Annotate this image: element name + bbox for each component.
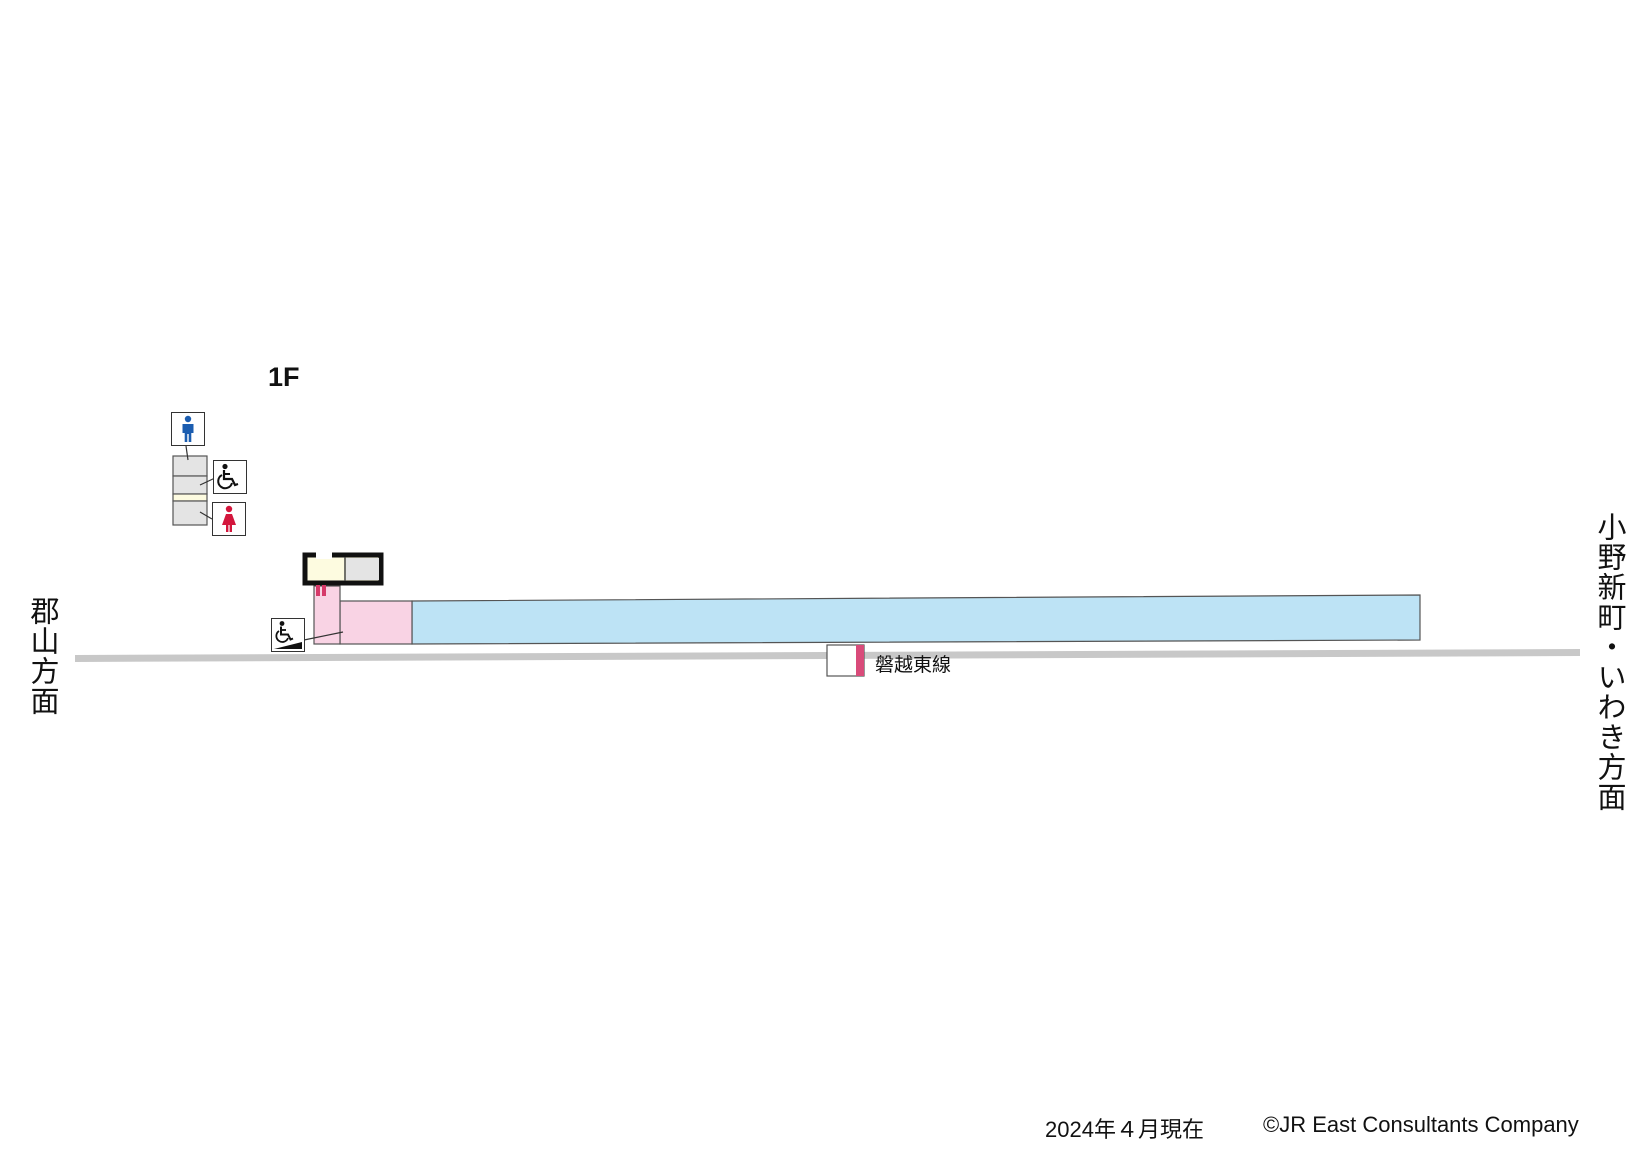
toilet-accessible-room	[172, 475, 208, 495]
line-name-label: 磐越東線	[875, 654, 952, 676]
station-entrance-gap	[316, 551, 332, 559]
ticket-gate-icon	[316, 585, 326, 596]
concourse-area	[339, 600, 413, 645]
toilet-mens-room	[172, 455, 208, 477]
toilet-corridor	[172, 493, 208, 502]
direction-right-label: 小野新町・いわき方面	[1593, 512, 1627, 812]
floor-label: 1F	[268, 362, 300, 392]
platform	[411, 594, 1421, 645]
station-room-gray	[346, 558, 379, 580]
footer-date: 2024年４月現在	[1045, 1117, 1204, 1142]
male-toilet-icon	[171, 412, 205, 446]
wheelchair-icon	[213, 460, 247, 494]
line-color-tag	[856, 645, 864, 676]
footer-copyright: ©JR East Consultants Company	[1263, 1112, 1579, 1137]
wheelchair-slope-icon	[271, 618, 305, 652]
female-toilet-icon	[212, 502, 246, 536]
direction-left-label: 郡山方面	[26, 596, 60, 716]
